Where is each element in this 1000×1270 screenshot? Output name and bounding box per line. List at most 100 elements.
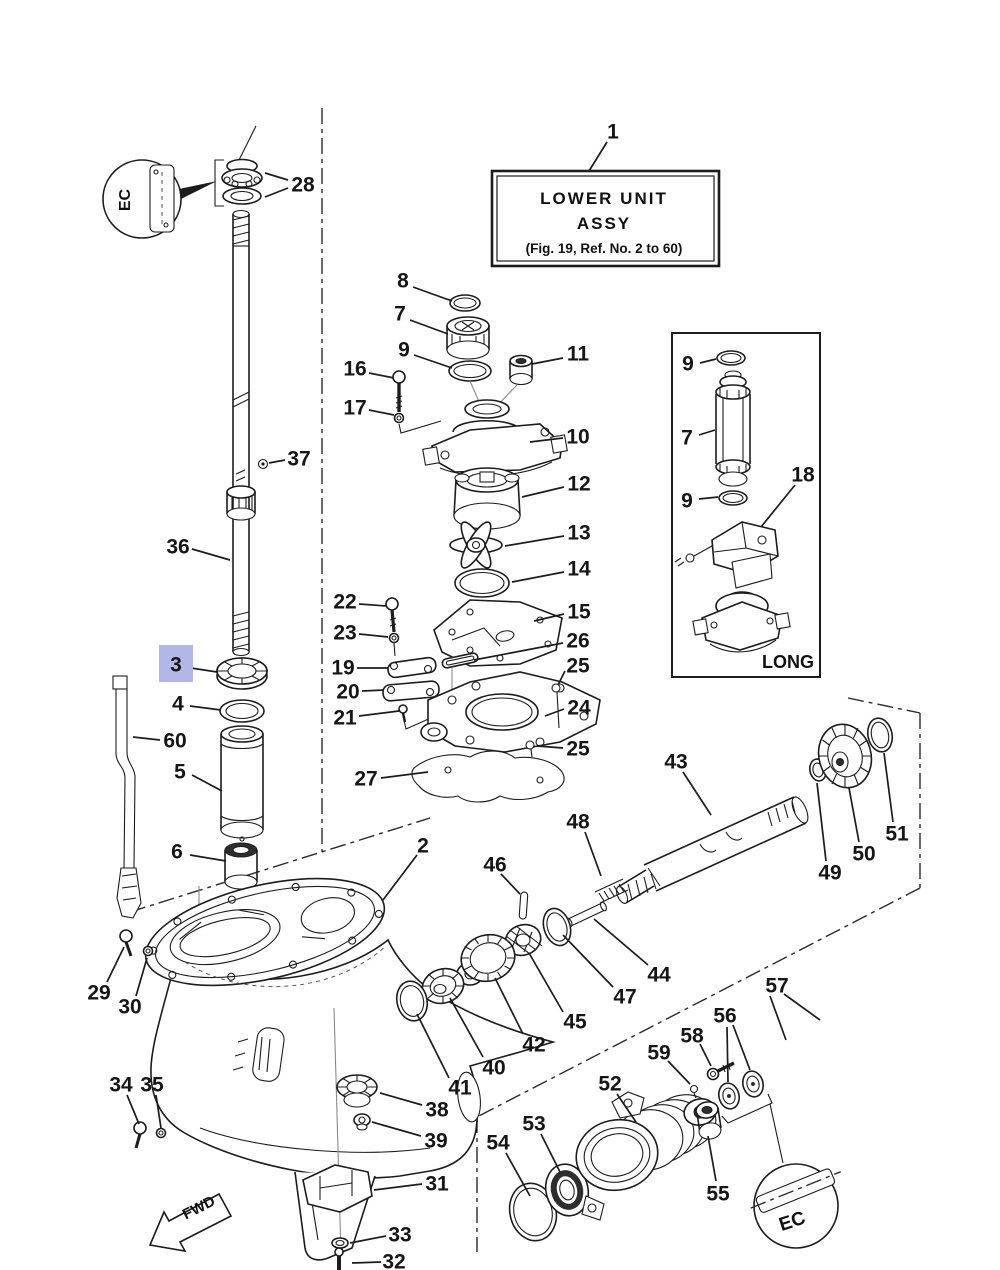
part-number-25[interactable]: 25 xyxy=(566,655,590,678)
part-number-16[interactable]: 16 xyxy=(343,358,366,381)
part-number-34[interactable]: 34 xyxy=(109,1074,133,1097)
part-callout-5[interactable]: 5 xyxy=(174,761,223,792)
part-number-39[interactable]: 39 xyxy=(424,1130,447,1153)
part-number-47[interactable]: 47 xyxy=(613,986,636,1009)
part-number-56[interactable]: 56 xyxy=(713,1005,736,1028)
part-callout-29[interactable]: 29 xyxy=(87,946,125,1005)
part-number-13[interactable]: 13 xyxy=(567,522,590,545)
part-number-2[interactable]: 2 xyxy=(417,835,429,858)
part-callout-24[interactable]: 24 xyxy=(544,697,591,720)
part-number-22[interactable]: 22 xyxy=(333,591,356,614)
part-callout-22[interactable]: 22 xyxy=(333,591,387,614)
part-number-8[interactable]: 8 xyxy=(397,270,409,293)
part-number-42[interactable]: 42 xyxy=(522,1034,545,1057)
part-number-48[interactable]: 48 xyxy=(566,811,590,834)
part-callout-53[interactable]: 53 xyxy=(522,1113,561,1173)
part-number-27[interactable]: 27 xyxy=(354,768,377,791)
part-number-19[interactable]: 19 xyxy=(331,657,354,680)
part-callout-6[interactable]: 6 xyxy=(171,841,227,864)
part-callout-1[interactable]: 1 xyxy=(588,121,619,172)
part-number-9[interactable]: 9 xyxy=(682,353,694,376)
part-number-28[interactable]: 28 xyxy=(291,174,315,197)
part-callout-35[interactable]: 35 xyxy=(140,1074,164,1129)
part-callout-51[interactable]: 51 xyxy=(883,752,909,846)
part-number-9[interactable]: 9 xyxy=(681,490,693,513)
part-number-10[interactable]: 10 xyxy=(566,426,589,449)
part-callout-36[interactable]: 36 xyxy=(166,536,231,561)
part-callout-18[interactable]: 18 xyxy=(760,464,815,528)
part-number-7[interactable]: 7 xyxy=(681,427,693,450)
part-callout-3[interactable]: 3 xyxy=(159,645,218,682)
part-callout-21[interactable]: 21 xyxy=(333,707,400,730)
part-number-51[interactable]: 51 xyxy=(885,823,909,846)
part-callout-33[interactable]: 33 xyxy=(349,1224,412,1247)
part-callout-57[interactable]: 57 xyxy=(765,975,821,1041)
part-callout-23[interactable]: 23 xyxy=(333,622,389,645)
part-number-57[interactable]: 57 xyxy=(765,975,788,998)
part-callout-54[interactable]: 54 xyxy=(486,1132,531,1197)
part-callout-4[interactable]: 4 xyxy=(172,693,222,716)
part-number-46[interactable]: 46 xyxy=(483,854,506,877)
part-callout-8[interactable]: 8 xyxy=(397,270,453,302)
part-callout-58[interactable]: 58 xyxy=(680,1025,712,1067)
part-callout-12[interactable]: 12 xyxy=(521,473,591,498)
part-callout-10[interactable]: 10 xyxy=(529,426,590,449)
part-callout-25[interactable]: 25 xyxy=(557,655,590,686)
part-number-50[interactable]: 50 xyxy=(852,843,875,866)
part-callout-60[interactable]: 60 xyxy=(132,730,187,753)
part-callout-41[interactable]: 41 xyxy=(416,1013,472,1100)
part-number-21[interactable]: 21 xyxy=(333,707,357,730)
part-callout-19[interactable]: 19 xyxy=(331,657,388,680)
part-callout-11[interactable]: 11 xyxy=(531,343,589,366)
part-number-4[interactable]: 4 xyxy=(172,693,184,716)
part-callout-9[interactable]: 9 xyxy=(398,339,453,369)
part-callout-45[interactable]: 45 xyxy=(528,952,587,1034)
part-number-17[interactable]: 17 xyxy=(343,397,366,420)
part-number-30[interactable]: 30 xyxy=(118,996,141,1019)
part-number-7[interactable]: 7 xyxy=(394,303,406,326)
part-callout-39[interactable]: 39 xyxy=(371,1121,448,1153)
part-number-5[interactable]: 5 xyxy=(174,761,186,784)
part-number-49[interactable]: 49 xyxy=(818,862,841,885)
part-callout-47[interactable]: 47 xyxy=(562,934,637,1009)
part-callout-9[interactable]: 9 xyxy=(681,490,719,513)
part-number-54[interactable]: 54 xyxy=(486,1132,510,1155)
part-number-43[interactable]: 43 xyxy=(664,751,687,774)
part-number-44[interactable]: 44 xyxy=(647,964,671,987)
part-number-1[interactable]: 1 xyxy=(607,121,619,144)
part-number-60[interactable]: 60 xyxy=(163,730,186,753)
part-callout-34[interactable]: 34 xyxy=(109,1074,140,1125)
part-callout-38[interactable]: 38 xyxy=(379,1092,449,1122)
part-number-3[interactable]: 3 xyxy=(170,654,182,677)
part-callout-27[interactable]: 27 xyxy=(354,768,429,791)
part-callout-43[interactable]: 43 xyxy=(664,751,712,816)
part-callout-50[interactable]: 50 xyxy=(848,787,876,866)
part-callout-20[interactable]: 20 xyxy=(336,681,385,704)
part-number-55[interactable]: 55 xyxy=(706,1183,730,1206)
part-number-31[interactable]: 31 xyxy=(425,1173,449,1196)
part-number-32[interactable]: 32 xyxy=(382,1251,405,1270)
part-callout-56[interactable]: 56 xyxy=(713,1005,751,1083)
part-number-9[interactable]: 9 xyxy=(398,339,410,362)
part-callout-7[interactable]: 7 xyxy=(681,427,716,450)
part-number-29[interactable]: 29 xyxy=(87,982,110,1005)
part-number-23[interactable]: 23 xyxy=(333,622,356,645)
part-callout-28[interactable]: 28 xyxy=(264,172,315,198)
part-number-38[interactable]: 38 xyxy=(425,1099,449,1122)
part-number-52[interactable]: 52 xyxy=(598,1073,621,1096)
part-callout-7[interactable]: 7 xyxy=(394,303,449,335)
part-number-25[interactable]: 25 xyxy=(566,738,590,761)
part-number-35[interactable]: 35 xyxy=(140,1074,164,1097)
part-callout-40[interactable]: 40 xyxy=(449,997,506,1080)
part-callout-16[interactable]: 16 xyxy=(343,358,395,381)
part-number-15[interactable]: 15 xyxy=(567,601,591,624)
part-number-18[interactable]: 18 xyxy=(791,464,815,487)
part-number-40[interactable]: 40 xyxy=(482,1057,505,1080)
part-callout-25[interactable]: 25 xyxy=(536,738,590,761)
part-number-45[interactable]: 45 xyxy=(563,1011,587,1034)
part-number-14[interactable]: 14 xyxy=(567,558,591,581)
part-number-33[interactable]: 33 xyxy=(388,1224,411,1247)
part-callout-42[interactable]: 42 xyxy=(494,977,546,1057)
part-callout-13[interactable]: 13 xyxy=(504,522,591,547)
part-callout-52[interactable]: 52 xyxy=(598,1073,637,1123)
